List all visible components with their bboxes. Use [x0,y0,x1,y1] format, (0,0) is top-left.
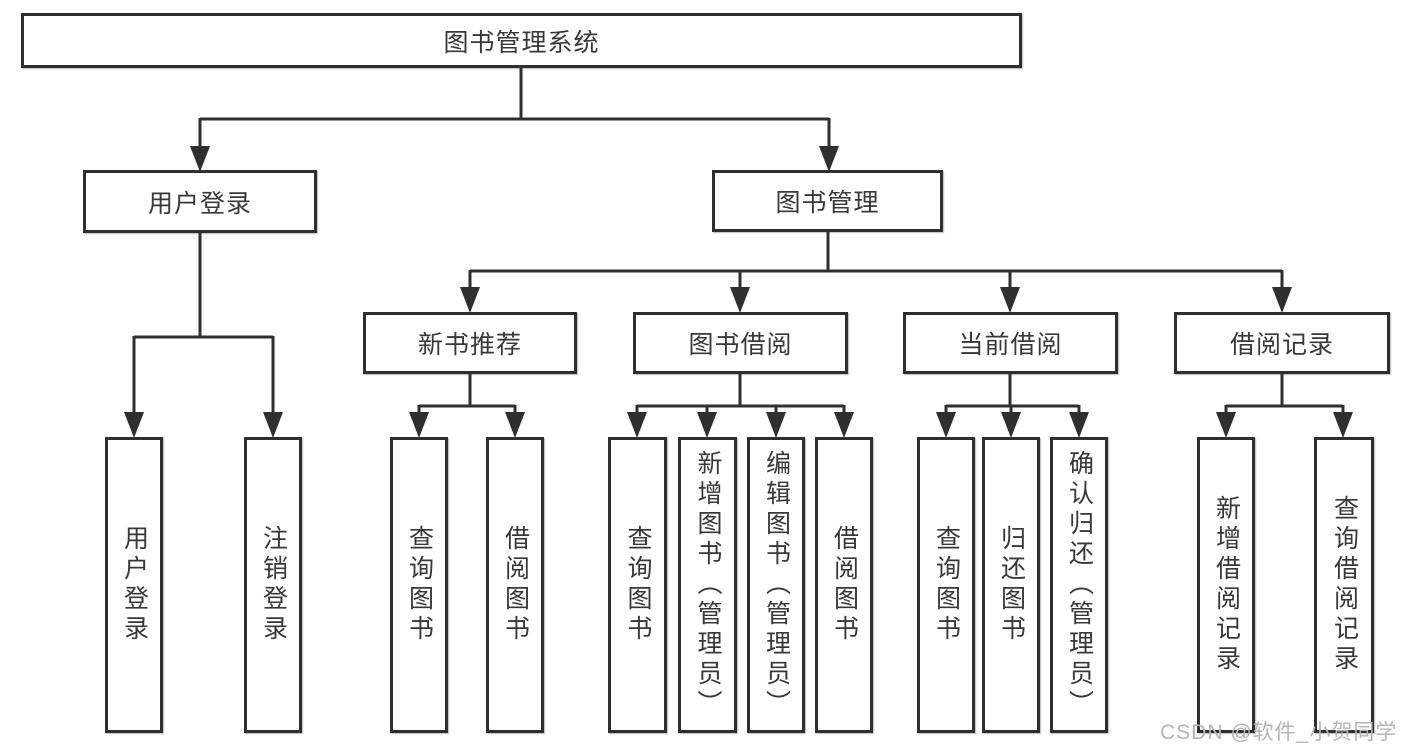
leaf-add-borrow-record-label: 新增借阅记录 [1212,495,1241,675]
leaf-logout: 注销登录 [244,437,302,733]
connector-path [132,66,1345,416]
leaf-borrow-books-label: 借阅图书 [830,525,859,645]
node-user-login: 用户登录 [83,170,317,233]
leaf-add-borrow-record: 新增借阅记录 [1197,437,1255,733]
node-current-borrow-label: 当前借阅 [958,331,1063,359]
leaf-query-books-label: 查询图书 [624,525,652,645]
leaf-borrow-books: 借阅图书 [486,437,544,733]
leaf-logout-label: 注销登录 [259,525,288,645]
node-book-management: 图书管理 [712,170,943,232]
leaf-edit-books-admin-label: 编辑图书（管理员） [762,450,791,720]
node-borrow-records: 借阅记录 [1174,312,1390,374]
leaf-borrow-books-label: 借阅图书 [501,525,530,645]
node-book-borrow: 图书借阅 [633,312,848,374]
leaf-edit-books-admin: 编辑图书（管理员） [747,437,805,733]
node-root-label: 图书管理系统 [443,28,600,57]
leaf-return-books-label: 归还图书 [997,525,1026,645]
leaf-query-books-label: 查询图书 [932,525,961,645]
leaf-query-books: 查询图书 [917,437,975,733]
node-borrow-records-label: 借阅记录 [1229,331,1334,359]
leaf-query-books: 查询图书 [390,437,448,733]
node-book-management-label: 图书管理 [775,189,880,217]
leaf-add-books-admin-label: 新增图书（管理员） [694,450,722,720]
leaf-return-books: 归还图书 [982,437,1040,733]
node-book-borrow-label: 图书借阅 [688,331,793,359]
leaf-add-books-admin: 新增图书（管理员） [678,437,737,733]
node-current-borrow: 当前借阅 [903,312,1118,374]
node-root: 图书管理系统 [21,13,1022,68]
leaf-query-borrow-record: 查询借阅记录 [1314,437,1374,733]
watermark: CSDN @软件_小贺同学 [1160,721,1398,744]
node-new-book-recommend: 新书推荐 [363,312,577,374]
arrowhead-down-icons [124,146,1353,438]
leaf-query-books: 查询图书 [608,437,667,733]
leaf-user-login-label: 用户登录 [120,525,149,645]
leaf-query-books-label: 查询图书 [405,525,434,645]
node-user-login-label: 用户登录 [147,189,252,218]
node-new-book-recommend-label: 新书推荐 [417,331,522,359]
leaf-query-borrow-record-label: 查询借阅记录 [1330,495,1359,675]
leaf-user-login: 用户登录 [105,437,163,733]
leaf-borrow-books: 借阅图书 [815,437,873,733]
leaf-confirm-return-admin: 确认归还（管理员） [1050,437,1108,733]
leaf-confirm-return-admin-label: 确认归还（管理员） [1065,450,1094,720]
